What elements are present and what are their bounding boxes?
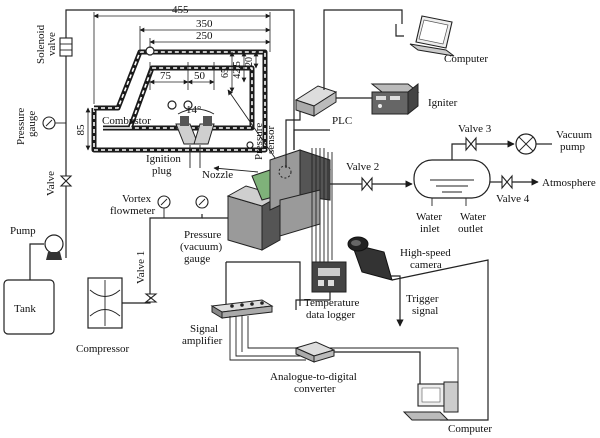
valve-1-label: Valve 1 [135, 251, 147, 284]
compressor-label: Compressor [76, 343, 130, 355]
main-apparatus [226, 149, 331, 251]
dim-75-label: 75 [160, 70, 172, 82]
control-section: Pressure sensor PLC Computer Ignit [253, 9, 488, 168]
temperature-data-logger: Temperature data logger [295, 261, 360, 321]
laptop-computer-icon [409, 15, 455, 57]
vortex-flowmeter-label: Vortex flowmeter [110, 193, 156, 217]
combustor-port-circle [167, 100, 177, 110]
vacuum-pump-label: Vacuum pump [556, 129, 595, 153]
dim-20-label: 20 [244, 57, 255, 67]
thermocouple-wiring [311, 148, 333, 270]
valve-4-icon [501, 174, 513, 190]
dim-85-label: 85 [75, 124, 87, 136]
combustor-channel-upper [94, 49, 268, 111]
tank-label: Tank [14, 303, 36, 315]
dim-42-5-label: 42.5 [232, 61, 243, 79]
ignition-plug-label: Ignition plug [146, 153, 184, 177]
nozzle-icon [203, 116, 212, 126]
ignition-plug-icon [180, 116, 189, 126]
valve-1-icon [144, 293, 158, 303]
plc-label: PLC [332, 115, 352, 127]
combustor-label: Combustor [102, 115, 151, 127]
pump-icon [44, 234, 64, 254]
combustor-drawing: 455 350 250 75 50 65 42.5 20 85 Combusto… [75, 4, 271, 153]
high-speed-camera: High-speed camera Trigger signal [347, 236, 489, 421]
dim-65-label: 65 [220, 68, 231, 78]
dim-250-label: 250 [196, 30, 213, 42]
compressor-branch: Compressor Valve 1 Vortex flowmeter Pres… [76, 193, 228, 355]
valve-label: Valve [45, 171, 57, 196]
dim-50-label: 50 [194, 70, 206, 82]
atmosphere-label: Atmosphere [542, 177, 596, 189]
pressure-sensor-label: Pressure sensor [253, 120, 277, 160]
igniter-label: Igniter [428, 97, 458, 109]
exhaust-line: Valve 2 Water inlet Water outlet Valve 3… [330, 123, 596, 235]
combustor-port-circle [145, 46, 155, 56]
combustor-port-circle [246, 141, 254, 149]
signal-amplifier: Signal amplifier [182, 261, 459, 394]
high-speed-camera-label: High-speed camera [400, 247, 453, 271]
pressure-vacuum-gauge-label: Pressure (vacuum) gauge [180, 229, 225, 265]
solenoid-valve-icon [59, 37, 73, 57]
valve-4-label: Valve 4 [496, 193, 530, 205]
nozzle-label: Nozzle [202, 169, 233, 181]
tank-icon [3, 279, 55, 335]
computer-bottom-label: Computer [448, 423, 492, 435]
valve-2-label: Valve 2 [346, 161, 379, 173]
trigger-signal-label: Trigger signal [406, 293, 441, 317]
valve-2-icon [361, 176, 373, 192]
desktop-computer-icon [402, 381, 459, 421]
dim-350-label: 350 [196, 18, 213, 30]
valve-icon [59, 175, 73, 187]
data-logger-icon [311, 261, 347, 293]
computer-top-label: Computer [444, 53, 488, 65]
angle-label: 14° [186, 104, 201, 116]
pressure-gauge-label: Pressure gauge [15, 105, 38, 145]
supply-line: Solenoid valve Pressure gauge Valve Pump… [3, 9, 295, 335]
igniter-icon [370, 82, 420, 116]
water-inlet-label: Water inlet [416, 211, 445, 235]
adc-label: Analogue-to-digital converter [270, 371, 360, 395]
signal-amplifier-label: Signal amplifier [182, 323, 223, 347]
ignition-nozzle-detail: 14° Ignition plug Nozzle [146, 104, 233, 181]
solenoid-valve-label: Solenoid valve [35, 22, 58, 64]
adc-converter: Analogue-to-digital converter [270, 341, 421, 395]
valve-3-label: Valve 3 [458, 123, 492, 135]
combustor-port-circle [183, 100, 193, 110]
valve-3-icon [465, 136, 477, 152]
water-outlet-label: Water outlet [458, 211, 489, 235]
pump-label: Pump [10, 225, 36, 237]
